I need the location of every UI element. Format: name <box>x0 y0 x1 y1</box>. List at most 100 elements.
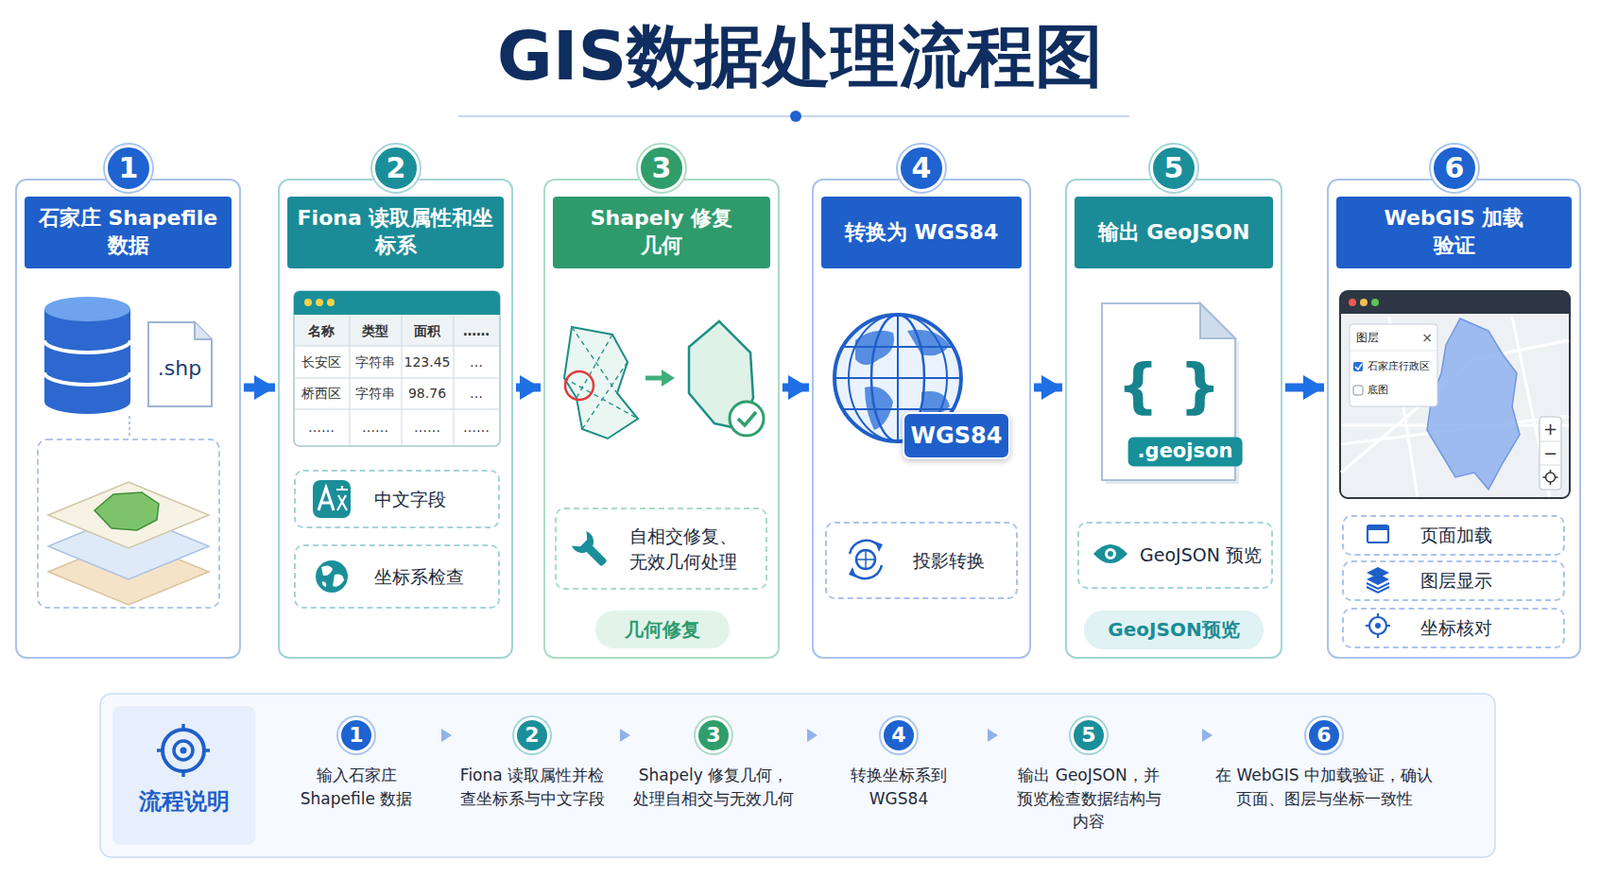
invalid-polygon <box>565 371 594 400</box>
tag-pill: 几何修复 <box>595 610 730 649</box>
target-icon <box>1365 613 1391 638</box>
step-number: 3 <box>652 154 672 183</box>
target-icon <box>1369 617 1387 635</box>
figure-label: 图层 <box>1356 330 1379 345</box>
explanation-panel <box>162 729 205 772</box>
table-cell: 98.76 <box>408 385 447 402</box>
reproject-icon <box>848 540 883 579</box>
table-cell: … <box>469 385 483 402</box>
explanation-panel <box>156 723 210 777</box>
step-number: 1 <box>348 724 363 746</box>
step-number: 2 <box>524 724 539 746</box>
step-number: 6 <box>1316 724 1331 746</box>
invalid-polygon <box>564 326 638 439</box>
attribute-table <box>293 291 500 315</box>
table-cell: …… <box>308 419 335 436</box>
step-number-circle: 6 <box>1306 717 1342 754</box>
step-number-circle: 2 <box>372 144 420 192</box>
explanation-panel <box>112 705 256 845</box>
table-cell: …… <box>463 323 490 340</box>
translate-icon <box>312 480 351 518</box>
layer-stack <box>94 492 159 531</box>
card-header: 输出 GeoJSON <box>1074 196 1274 269</box>
card-header: WebGIS 加载验证 <box>1336 196 1572 269</box>
translate-icon <box>318 487 334 511</box>
process-card: WebGIS 加载验证6页面加载图层显示坐标核对 <box>1326 178 1582 659</box>
valid-polygon <box>729 401 764 436</box>
target-icon <box>1365 613 1391 638</box>
step-number: 5 <box>1081 724 1096 746</box>
step-number-circle: 3 <box>637 144 686 192</box>
shp-file-icon <box>148 322 212 407</box>
table-cell: 面积 <box>413 323 441 340</box>
globe-icon <box>315 560 348 593</box>
fix-arrow <box>645 376 664 381</box>
database-icon <box>44 296 131 322</box>
step-number: 5 <box>1164 154 1185 183</box>
table-cell: 123.45 <box>404 354 451 371</box>
table-cell: … <box>469 354 483 371</box>
table-cell: 字符串 <box>355 385 396 402</box>
step-description: 输出 GeoJSON，并预览检查数据结构与内容 <box>1011 763 1168 834</box>
layers-icon <box>1366 583 1390 593</box>
webgis-browser <box>1543 469 1559 485</box>
webgis-browser <box>1546 472 1556 482</box>
feature-text: GeoJSON 预览 <box>1139 542 1262 568</box>
step-number: 1 <box>119 154 139 183</box>
step-number-circle: 4 <box>897 144 946 192</box>
reproject-icon <box>856 550 876 569</box>
shp-file-icon <box>194 322 212 340</box>
card-header: 石家庄 Shapefile 数据 <box>24 196 232 269</box>
table-cell: 长安区 <box>301 354 342 371</box>
flow-arrow <box>782 382 809 392</box>
eye-icon <box>1093 544 1128 564</box>
translate-icon <box>312 480 351 518</box>
process-card: Shapely 修复几何3自相交修复、无效几何处理几何修复 <box>543 178 780 659</box>
card-header: 转换为 WGS84 <box>821 196 1022 269</box>
step-description: Shapely 修复几何，处理自相交与无效几何 <box>631 763 797 810</box>
explanation-panel <box>180 747 188 755</box>
eye-icon <box>1093 544 1128 564</box>
feature-box: 坐标核对 <box>1341 607 1566 649</box>
webgis-browser <box>1353 361 1363 372</box>
step-number-circle: 5 <box>1150 144 1198 192</box>
invalid-polygon <box>564 326 638 430</box>
card-header: Shapely 修复几何 <box>552 196 771 269</box>
database-icon <box>44 340 131 353</box>
process-card: 转换为 WGS844WGS84投影转换 <box>811 178 1032 659</box>
step-number: 4 <box>891 724 906 746</box>
target-icon <box>1375 622 1381 629</box>
table-cell: 桥西区 <box>301 385 342 402</box>
panel-heading: 流程说明 <box>112 786 256 817</box>
wrench-icon <box>570 530 599 558</box>
tag-text: GeoJSON预览 <box>1107 617 1239 643</box>
step-description: 输入石家庄 Shapefile 数据 <box>285 763 428 810</box>
feature-box: 自相交修复、无效几何处理 <box>554 507 768 590</box>
feature-text: 坐标核对 <box>1420 615 1493 641</box>
feature-text: 页面加载 <box>1420 522 1493 549</box>
feature-text: 坐标系检查 <box>374 564 465 590</box>
card-header: Fiona 读取属性和坐标系 <box>287 196 504 269</box>
reproject-icon <box>856 550 876 569</box>
figure-label: 底图 <box>1367 383 1389 396</box>
attribute-table <box>326 298 335 307</box>
crs-badge: WGS84 <box>902 412 1011 460</box>
feature-box: 投影转换 <box>825 521 1018 600</box>
shp-file-icon <box>148 322 212 407</box>
step-number-circle: 4 <box>880 717 917 754</box>
table-cell: …… <box>413 419 441 436</box>
figure-label: − <box>1543 443 1558 465</box>
feature-text: 中文字段 <box>374 486 447 513</box>
figure-label: 石家庄行政区 <box>1367 360 1430 373</box>
invalid-polygon <box>564 326 638 439</box>
layer-stack <box>37 439 220 608</box>
page-icon <box>1367 525 1389 531</box>
webgis-browser <box>1340 291 1570 499</box>
webgis-browser <box>1349 350 1438 352</box>
webgis-browser <box>1539 416 1562 490</box>
webgis-browser <box>1348 298 1357 307</box>
page-icon <box>1367 525 1389 543</box>
page-icon <box>1367 525 1389 543</box>
flow-arrow <box>516 382 541 392</box>
feature-text: 自相交修复、无效几何处理 <box>629 523 740 574</box>
